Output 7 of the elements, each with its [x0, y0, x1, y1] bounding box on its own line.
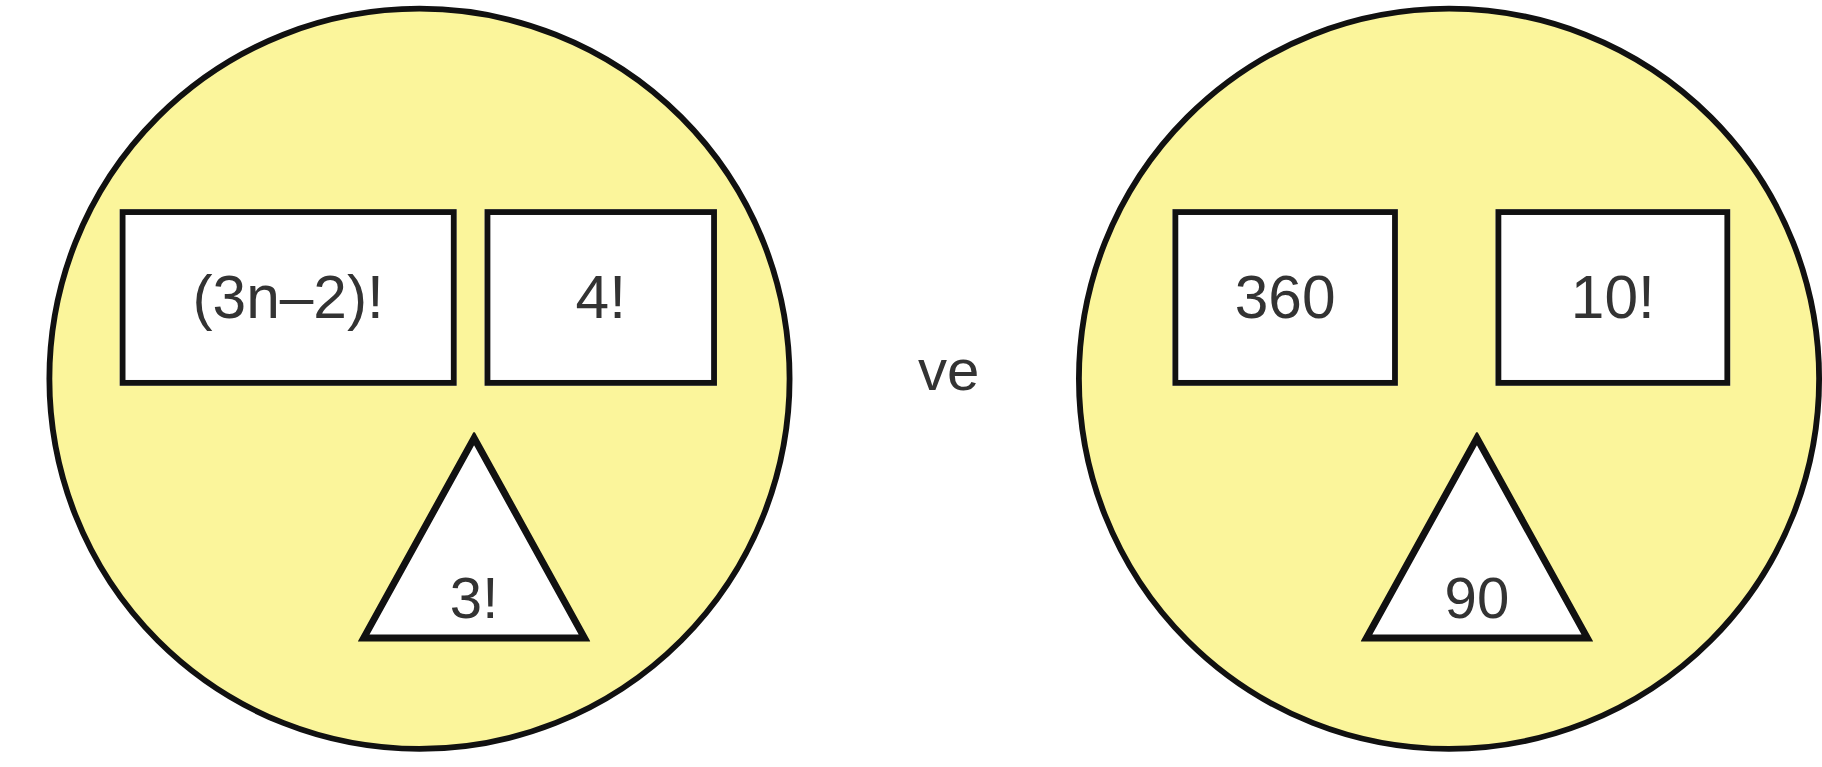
expression-box: 4!: [484, 209, 717, 386]
connecting-word: ve: [918, 337, 980, 405]
expression-triangle: 90: [1360, 432, 1594, 644]
expression-box: (3n–2)!: [119, 209, 457, 386]
expression-triangle: 3!: [357, 432, 591, 644]
expression-box: 10!: [1495, 209, 1731, 386]
expression-box: 360: [1172, 209, 1398, 386]
